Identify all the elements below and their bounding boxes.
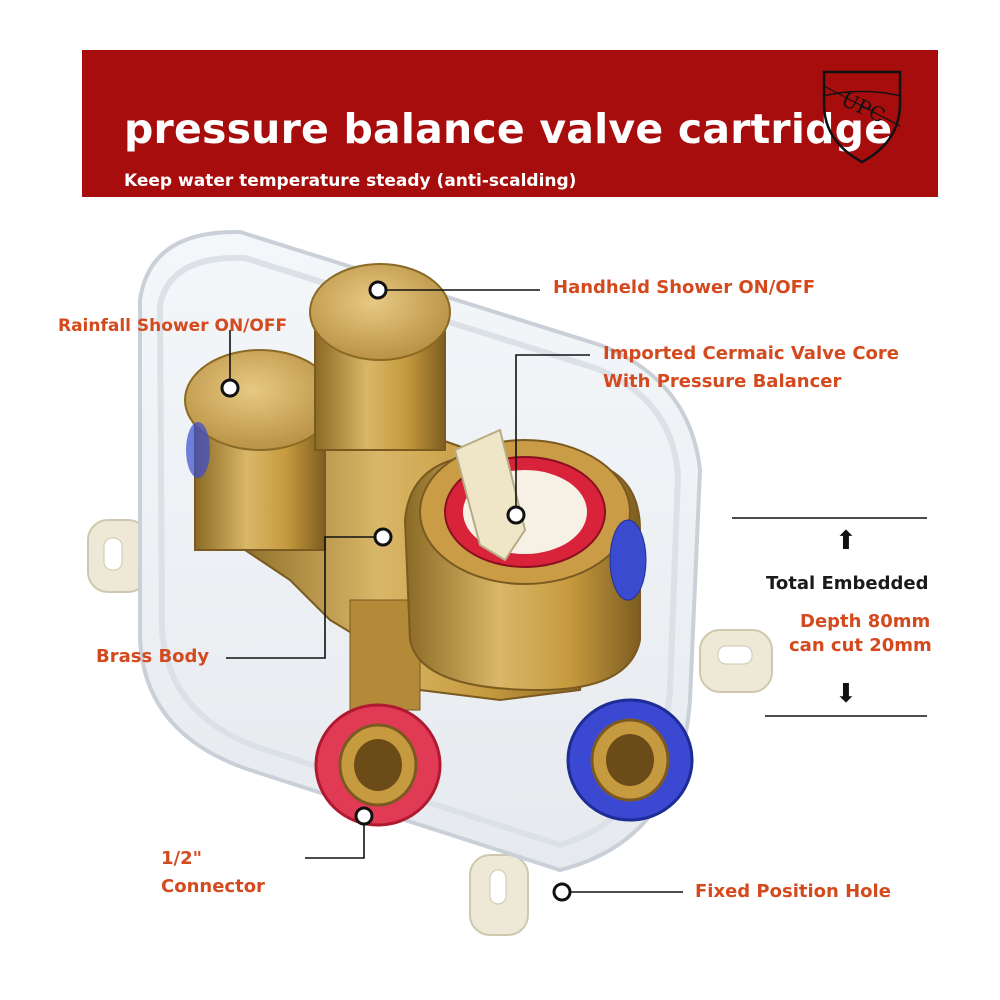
marker-handheld xyxy=(368,280,388,300)
marker-connector xyxy=(354,806,374,826)
marker-brass-body xyxy=(373,527,393,547)
marker-rainfall xyxy=(220,378,240,398)
label-connector-size: 1/2" xyxy=(161,848,203,869)
label-valve-core-1: Imported Cermaic Valve Core xyxy=(603,343,899,364)
marker-fixed-hole xyxy=(552,882,572,902)
arrow-down-icon: ⬇ xyxy=(835,679,857,709)
header-banner: pressure balance valve cartridge Keep wa… xyxy=(82,50,938,197)
marker-valve-core xyxy=(506,505,526,525)
banner-subtitle: Keep water temperature steady (anti-scal… xyxy=(124,171,577,191)
label-cut: can cut 20mm xyxy=(789,635,932,656)
label-rainfall-shower: Rainfall Shower ON/OFF xyxy=(58,316,288,336)
label-brass-body: Brass Body xyxy=(96,646,210,667)
label-connector: Connector xyxy=(161,876,265,897)
cartridge-stem xyxy=(453,428,527,562)
label-depth: Depth 80mm xyxy=(800,611,931,632)
handheld-valve-cap xyxy=(309,263,451,361)
banner-title: pressure balance valve cartridge xyxy=(124,105,893,153)
label-total-embedded: Total Embedded xyxy=(766,573,929,594)
label-handheld-shower: Handheld Shower ON/OFF xyxy=(553,277,816,298)
arrow-up-icon: ⬆ xyxy=(835,526,857,556)
label-fixed-position-hole: Fixed Position Hole xyxy=(695,881,891,902)
upc-seal-icon: UPC xyxy=(822,70,902,164)
label-valve-core-2: With Pressure Balancer xyxy=(603,371,842,392)
